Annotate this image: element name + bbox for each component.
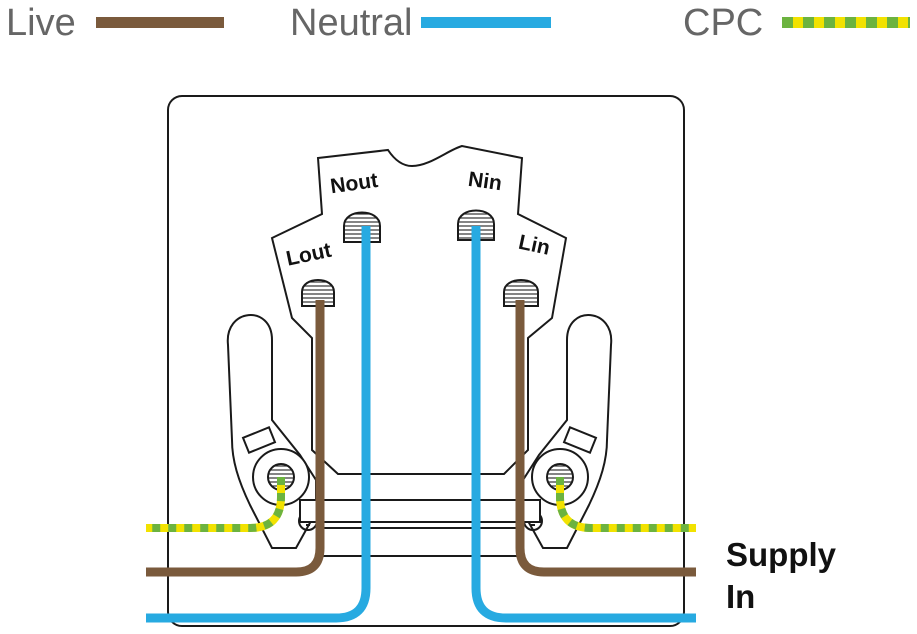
nin-screw (457, 209, 495, 241)
legend-cpc-label: CPC (683, 2, 763, 44)
lin-screw (503, 279, 539, 307)
right-fixing-lug (522, 314, 613, 549)
neutral-wire-in (471, 226, 696, 623)
legend: Live Neutral CPC (6, 2, 910, 44)
live-wire-in (515, 300, 696, 577)
wires (146, 226, 696, 623)
cpc-wire-right-stripe (556, 477, 696, 532)
live-wire-out (146, 300, 325, 577)
lower-plate (299, 499, 541, 557)
left-fixing-lug (226, 314, 318, 549)
supply-label-line1: Supply (726, 536, 837, 573)
cpc-wire-left-stripe (146, 477, 285, 532)
lout-screw (301, 279, 335, 307)
terminal-label-nin: Nin (467, 168, 504, 195)
right-lug-slot (562, 426, 598, 454)
legend-cpc-swatch (782, 17, 910, 28)
terminal-screws (301, 209, 539, 307)
legend-neutral-label: Neutral (290, 2, 413, 44)
legend-live-swatch (96, 17, 224, 28)
legend-live-label: Live (6, 2, 76, 44)
neutral-wire-out (146, 226, 371, 623)
left-lug-slot (241, 426, 277, 454)
supply-label-line2: In (726, 578, 755, 615)
legend-neutral-swatch (421, 17, 551, 28)
